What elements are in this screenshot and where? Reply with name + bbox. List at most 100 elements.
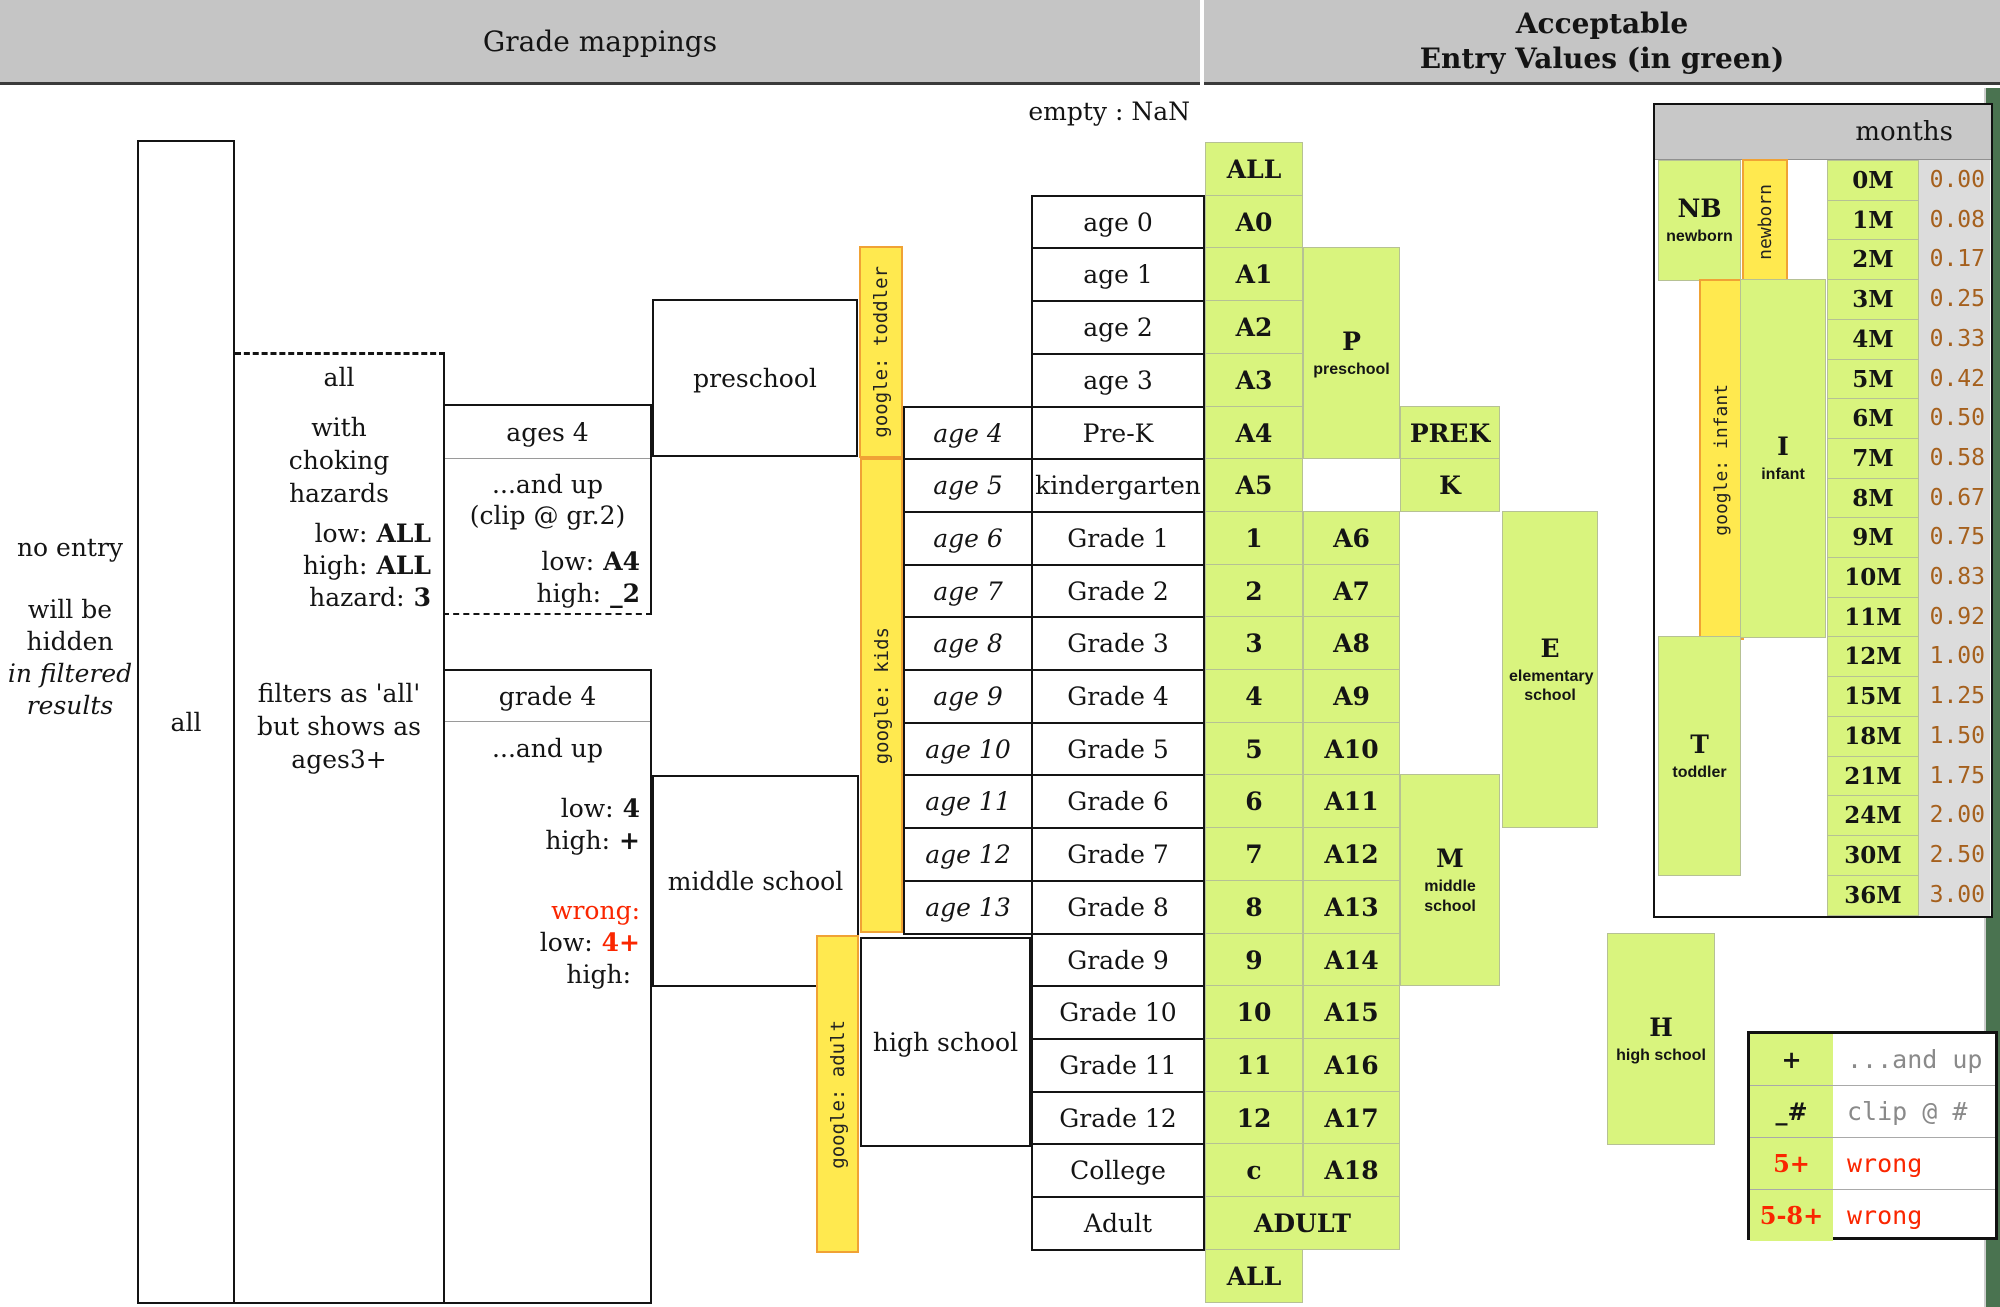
entry-cell-ADULT: ADULT: [1205, 1196, 1400, 1250]
grid-grade-label: Adult: [1031, 1196, 1205, 1251]
entry-cell-2: 2: [1205, 564, 1303, 618]
grid-age-label: age 11: [903, 774, 1033, 829]
entry-cell-ALL: ALL: [1205, 142, 1303, 196]
grid-grade-label: age 2: [1031, 300, 1205, 355]
month-value-24M: 2.00: [1929, 802, 1985, 828]
month-label-9M: 9M: [1827, 517, 1919, 558]
entry-cell-PREK: PREK: [1400, 406, 1500, 460]
month-value-8M: 0.67: [1929, 485, 1985, 511]
grade4-kv-block: low:4 high:+: [545, 793, 640, 857]
month-label-7M: 7M: [1827, 438, 1919, 479]
grade4-kv-high: high:+: [545, 826, 640, 855]
entry-cell-A14: A14: [1303, 933, 1400, 987]
span-cell-code: M: [1436, 844, 1464, 874]
legend-key-58plus: 5-8+: [1750, 1190, 1833, 1241]
newborn-bar-label: newborn: [1754, 183, 1776, 260]
ages4-box: ages 4 ...and up (clip @ gr.2) low:A4 hi…: [443, 404, 652, 615]
google-infant-bar: google: infant: [1699, 279, 1744, 640]
entry-cell-10: 10: [1205, 985, 1303, 1039]
ages4-lines: ...and up (clip @ gr.2): [445, 469, 650, 531]
month-value-21M: 1.75: [1929, 763, 1985, 789]
grid-grade-label: Grade 12: [1031, 1091, 1205, 1146]
nb-sub: newborn: [1666, 228, 1733, 246]
filters-note-1: filters as 'all': [257, 679, 421, 708]
grade4-box: grade 4 ...and up low:4 high:+ wrong: lo…: [443, 669, 652, 1304]
empty-nan-note: empty : NaN: [1028, 97, 1190, 126]
month-value-36M: 3.00: [1929, 882, 1985, 908]
grid-grade-label: Grade 2: [1031, 564, 1205, 619]
span-cell-code: E: [1540, 633, 1560, 663]
grid-age-label: age 5: [903, 458, 1033, 513]
month-label-12M: 12M: [1827, 636, 1919, 677]
legend-key-5plus: 5+: [1750, 1138, 1833, 1189]
month-label-10M: 10M: [1827, 557, 1919, 598]
choking-sub-1: with: [311, 413, 367, 442]
right-panel-title-line1: Acceptable: [1515, 7, 1689, 40]
infant-code: I: [1777, 432, 1789, 462]
months-value-column: [1919, 160, 1990, 916]
grid-grade-label: Grade 5: [1031, 722, 1205, 777]
yellow-bar-google-toddler: google: toddler: [859, 246, 903, 458]
entry-cell-A9: A9: [1303, 669, 1400, 723]
grid-grade-label: Grade 7: [1031, 827, 1205, 882]
entry-cell-c: c: [1205, 1143, 1303, 1197]
legend-row-wrong1: 5+ wrong: [1750, 1137, 1995, 1189]
entry-cell-9: 9: [1205, 933, 1303, 987]
entry-cell-A1: A1: [1205, 247, 1303, 301]
month-value-30M: 2.50: [1929, 842, 1985, 868]
entry-cell-I: I infant: [1740, 279, 1826, 638]
entry-cell-A8: A8: [1303, 616, 1400, 670]
newborn-bar: newborn: [1742, 159, 1788, 284]
legend-row-andup: + ...and up: [1750, 1034, 1995, 1085]
months-table: months NB newborn newborn google: infant…: [1653, 103, 1993, 918]
month-value-2M: 0.17: [1929, 246, 1985, 272]
grid-grade-label: Grade 6: [1031, 774, 1205, 829]
month-value-3M: 0.25: [1929, 286, 1985, 312]
grade4-title: grade 4: [445, 671, 650, 722]
ages4-line1: ...and up: [492, 470, 603, 499]
left-panel-title: Grade mappings: [482, 24, 718, 58]
grid-age-label: age 9: [903, 669, 1033, 724]
all-mapping-box: all: [137, 140, 235, 1304]
ages4-line2: (clip @ gr.2): [469, 501, 626, 530]
month-label-6M: 6M: [1827, 398, 1919, 439]
month-label-2M: 2M: [1827, 239, 1919, 280]
span-cell-sub: high school: [1616, 1046, 1706, 1064]
span-cell-sub: middle school: [1424, 878, 1476, 915]
entry-cell-A7: A7: [1303, 564, 1400, 618]
no-entry-line3: in filtered results: [7, 659, 133, 720]
grid-grade-label: Grade 1: [1031, 511, 1205, 566]
month-value-10M: 0.83: [1929, 564, 1985, 590]
entry-cell-12: 12: [1205, 1091, 1303, 1145]
entry-cell-A3: A3: [1205, 353, 1303, 407]
no-entry-line2: will be hidden: [26, 595, 114, 656]
grid-age-label: age 4: [903, 406, 1033, 461]
span-cell-code: P: [1342, 326, 1361, 356]
filters-note-2: but shows as: [257, 712, 421, 741]
grid-grade-label: age 0: [1031, 195, 1205, 250]
ages4-title: ages 4: [445, 406, 650, 459]
legend-desc-andup: ...and up: [1847, 1045, 1983, 1074]
legend-desc-wrong2: wrong: [1847, 1201, 1923, 1230]
google-infant-bar-label: google: infant: [1711, 383, 1732, 536]
yellow-bar-label: google: toddler: [870, 266, 892, 438]
span-cell-sub: elementary school: [1509, 667, 1594, 704]
month-label-18M: 18M: [1827, 716, 1919, 757]
kv-high: high:ALL: [302, 551, 431, 580]
kv-hazard: hazard:3: [309, 583, 431, 612]
entry-cell-A17: A17: [1303, 1091, 1400, 1145]
month-label-0M: 0M: [1827, 160, 1919, 201]
choking-hazards-box: all with choking hazards low:ALL high:AL…: [235, 352, 445, 1304]
entry-cell-1: 1: [1205, 511, 1303, 565]
entry-cell-7: 7: [1205, 827, 1303, 881]
entry-cell-T: T toddler: [1658, 636, 1741, 876]
legend-key-clip: _#: [1750, 1086, 1833, 1137]
grid-grade-label: Grade 11: [1031, 1038, 1205, 1093]
no-entry-note: no entry will be hidden in filtered resu…: [4, 532, 136, 722]
legend-row-wrong2: 5-8+ wrong: [1750, 1189, 1995, 1241]
grid-grade-label: Grade 4: [1031, 669, 1205, 724]
grid-age-label: age 8: [903, 616, 1033, 671]
months-header: months: [1655, 105, 1991, 160]
